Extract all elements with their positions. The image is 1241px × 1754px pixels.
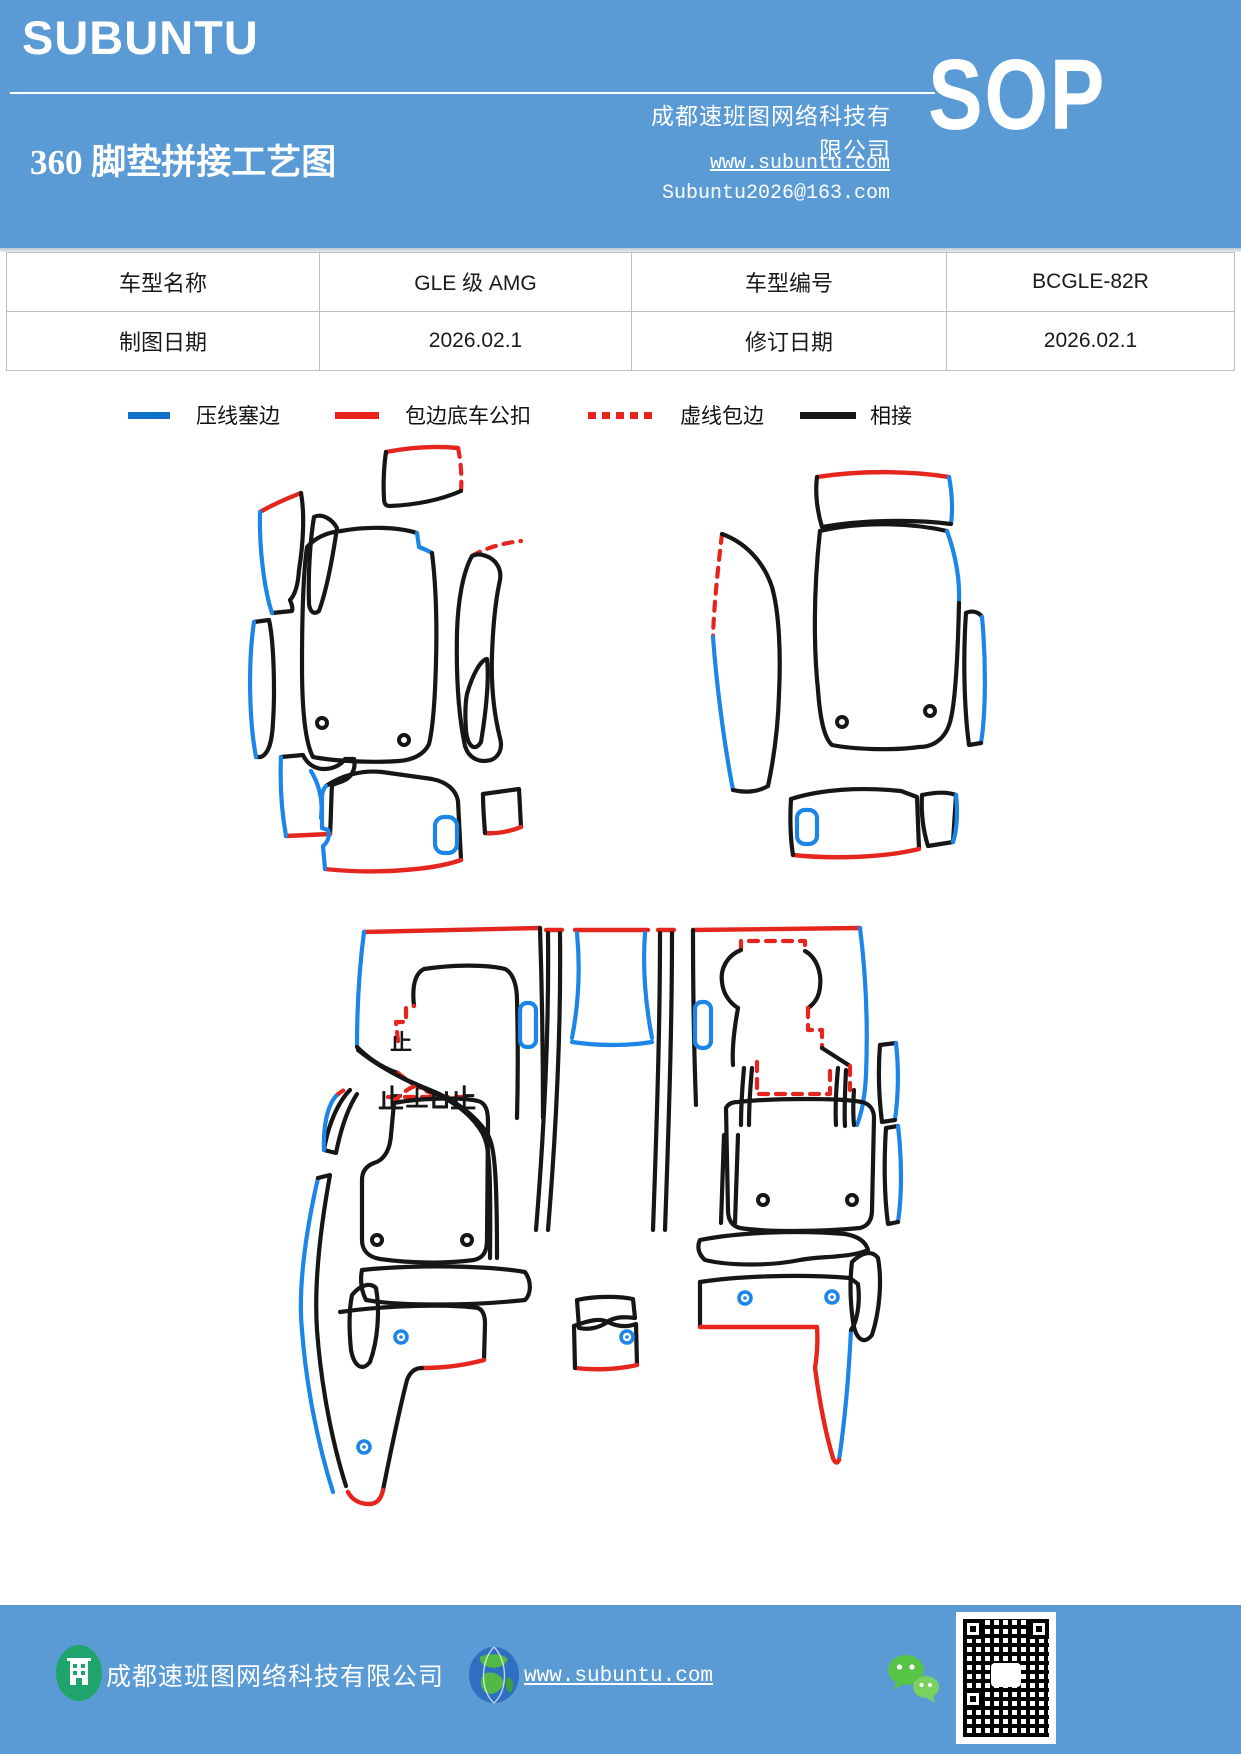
alignment-mark: 止 (390, 1030, 412, 1055)
header-company-name: 成都速班图网络科技有限公司 (651, 104, 891, 163)
qr-pattern (963, 1619, 1049, 1737)
black-line-swatch (800, 411, 856, 419)
draw-date-label: 制图日期 (6, 311, 320, 371)
model-code-value: BCGLE-82R (946, 252, 1235, 312)
table-row: 车型名称 GLE 级 AMG 车型编号 BCGLE-82R (6, 252, 1235, 312)
blue-line-swatch (128, 411, 170, 419)
header-email: Subuntu2026@163.com (661, 182, 890, 205)
legend: 压线塞边 包边底车公扣 虚线包边 相接 (0, 400, 1241, 436)
model-code-label: 车型编号 (631, 252, 947, 312)
qr-finder-icon (963, 1689, 983, 1709)
revise-date-label: 修订日期 (631, 311, 947, 371)
model-name-value: GLE 级 AMG (319, 252, 632, 312)
qr-code (956, 1612, 1056, 1744)
brand-logo: SUBUNTU (22, 11, 259, 64)
legend-item-joint: 相接 (800, 400, 912, 430)
footer-company-name: 成都速班图网络科技有限公司 (106, 1664, 445, 1691)
globe-icon (469, 1647, 519, 1704)
qr-finder-icon (963, 1619, 983, 1639)
model-name-label: 车型名称 (6, 252, 320, 312)
footer-website-link[interactable]: www.subuntu.com (524, 1665, 714, 1688)
draw-date-value: 2026.02.1 (319, 311, 632, 371)
header-website-link[interactable]: www.subuntu.com (709, 152, 890, 175)
legend-item-press-edge: 压线塞边 (128, 400, 280, 430)
legend-item-dashed-binding: 虚线包边 (588, 400, 764, 430)
legend-item-binding: 包边底车公扣 (335, 400, 531, 430)
page-title: 360 脚垫拼接工艺图 (30, 143, 337, 182)
front-right-mat-drawing (710, 469, 987, 860)
revise-date-value: 2026.02.1 (946, 311, 1235, 371)
header-divider (10, 92, 935, 94)
rear-mat-drawing: 止 止⊥⊔止 (298, 925, 904, 1507)
building-icon (56, 1645, 102, 1701)
front-left-mat-drawing (247, 444, 524, 874)
qr-finder-icon (1029, 1619, 1049, 1639)
header-shadow (0, 248, 1241, 252)
mat-pattern-diagram: 止 止⊥⊔止 (247, 444, 987, 1507)
vehicle-info-table: 车型名称 GLE 级 AMG 车型编号 BCGLE-82R 制图日期 2026.… (6, 252, 1235, 371)
wechat-icon (888, 1655, 939, 1703)
qr-center-logo (991, 1663, 1021, 1687)
red-dashed-swatch (588, 411, 654, 419)
footer: 成都速班图网络科技有限公司 www.subuntu.com (0, 1605, 1241, 1754)
table-row: 制图日期 2026.02.1 修订日期 2026.02.1 (6, 311, 1235, 371)
red-line-swatch (335, 411, 379, 419)
header: SUBUNTU 360 脚垫拼接工艺图 成都速班图网络科技有限公司 www.su… (0, 0, 1241, 248)
sop-label: SOP (928, 39, 1107, 151)
